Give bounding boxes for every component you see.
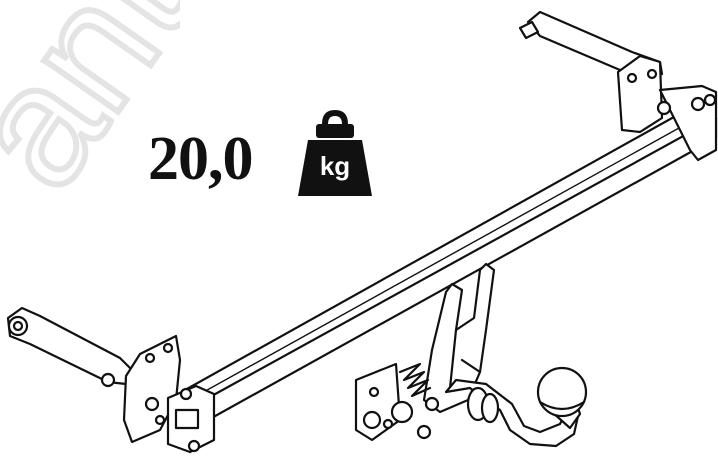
weight-unit: kg (319, 151, 351, 181)
neck-collar-2 (480, 392, 500, 424)
tow-ball (536, 366, 588, 418)
left-arm-eye-inner (12, 320, 24, 332)
socket-hole-2 (362, 410, 382, 430)
right-nut-3 (703, 93, 717, 107)
socket-nut (424, 396, 440, 412)
right-nut-2 (690, 96, 706, 112)
weight-value: 20,0 (148, 125, 253, 193)
cross-beam-line (199, 112, 707, 395)
left-bracket-hole-2 (162, 342, 174, 354)
left-bracket-hole-4 (154, 414, 166, 426)
left-nut-2 (179, 387, 193, 401)
right-arm-bolt (518, 20, 540, 40)
left-bracket-hole-3 (144, 396, 160, 412)
left-arm (6, 306, 136, 386)
socket-bolt (390, 400, 414, 424)
left-nut-1 (100, 372, 116, 388)
watermark: ant (0, 0, 180, 220)
right-bracket-hole-1 (626, 72, 638, 84)
center-bracket-fold (448, 328, 482, 390)
tow-ball-band (538, 400, 586, 411)
socket-hole-1 (368, 386, 380, 398)
left-bracket-hole-1 (144, 352, 156, 364)
socket-nut-2 (416, 424, 432, 440)
left-nut-3 (187, 439, 201, 453)
right-nut-1 (656, 100, 672, 116)
weight-kettlebell-icon (298, 110, 372, 196)
right-bracket-plate (616, 54, 664, 134)
socket-hole-3 (382, 418, 394, 430)
socket-plate (354, 362, 402, 442)
right-bracket-hole-2 (646, 68, 658, 80)
socket-spring (398, 362, 432, 398)
left-end-slot (174, 408, 200, 430)
right-arm (526, 10, 664, 80)
